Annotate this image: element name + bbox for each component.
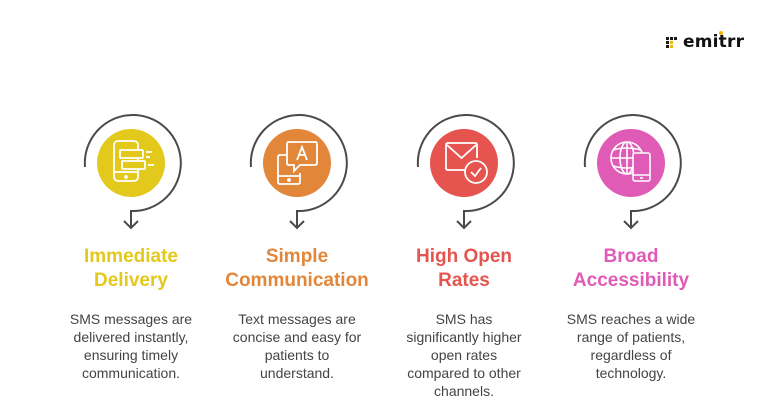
emitrr-logo: emitrr [666, 31, 744, 53]
logo-mark-icon [666, 36, 678, 48]
phone-chat-icon [113, 140, 154, 182]
globe-phone-icon [610, 141, 651, 182]
cycle-arrow-icon [583, 114, 682, 230]
logo-text: emitrr [683, 31, 745, 52]
cycle-arrow-icon [416, 114, 515, 230]
phone-speech-bubble-icon [277, 141, 318, 185]
envelope-check-icon [445, 142, 488, 184]
cycle-arrow-icon [83, 114, 182, 230]
cycle-arrow-icon [249, 114, 348, 230]
